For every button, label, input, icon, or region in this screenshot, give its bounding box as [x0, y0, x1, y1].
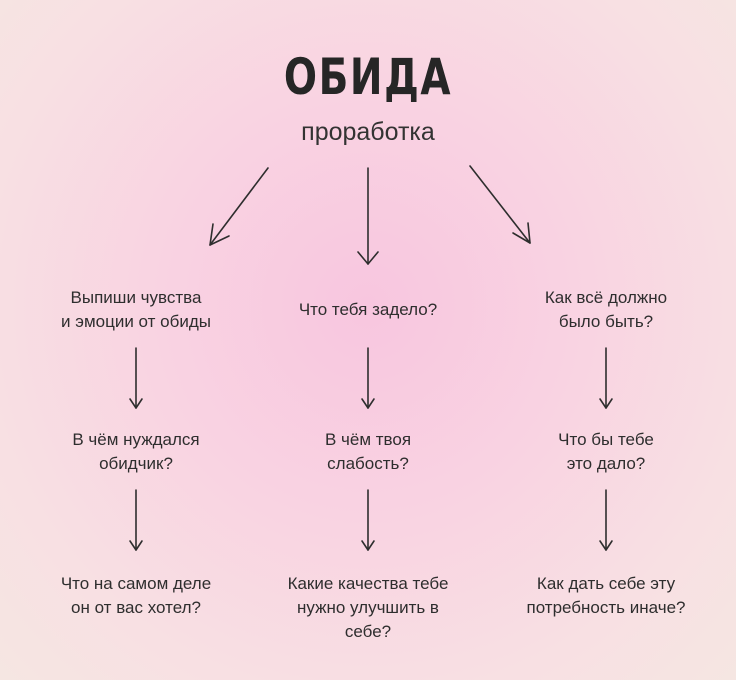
arrow-col1-step1-to-step2: [129, 347, 143, 409]
arrow-col2-step2-to-step3: [361, 489, 375, 551]
col1-step2-text: В чём нуждался обидчик?: [72, 430, 200, 473]
arrow-col3-step1-to-step2: [599, 347, 613, 409]
diagram-subtitle: проработка: [301, 118, 435, 146]
col3-step3-text: Как дать себе эту потребность иначе?: [526, 574, 686, 617]
col3-step2-text: Что бы тебе это дало?: [558, 430, 654, 473]
arrow-col1-step2-to-step3: [129, 489, 143, 551]
col1-step1-text: Выпиши чувства и эмоции от обиды: [61, 288, 211, 331]
diagram-title: ОБИДА: [283, 48, 453, 106]
col3-step1-text: Как всё должно было быть?: [544, 288, 668, 331]
col2-step1-text: Что тебя задело?: [298, 300, 438, 319]
arrow-col2-step1-to-step2: [361, 347, 375, 409]
col1-step3-text: Что на самом деле он от вас хотел?: [60, 574, 212, 617]
arrow-to-col1: [209, 167, 269, 246]
col2-step2-text: В чём твоя слабость?: [324, 430, 412, 473]
arrow-col3-step2-to-step3: [599, 489, 613, 551]
col2-step3-text: Какие качества тебе нужно улучшить в себ…: [287, 574, 449, 641]
arrow-to-col2: [357, 167, 379, 265]
arrow-to-col3: [469, 165, 531, 244]
